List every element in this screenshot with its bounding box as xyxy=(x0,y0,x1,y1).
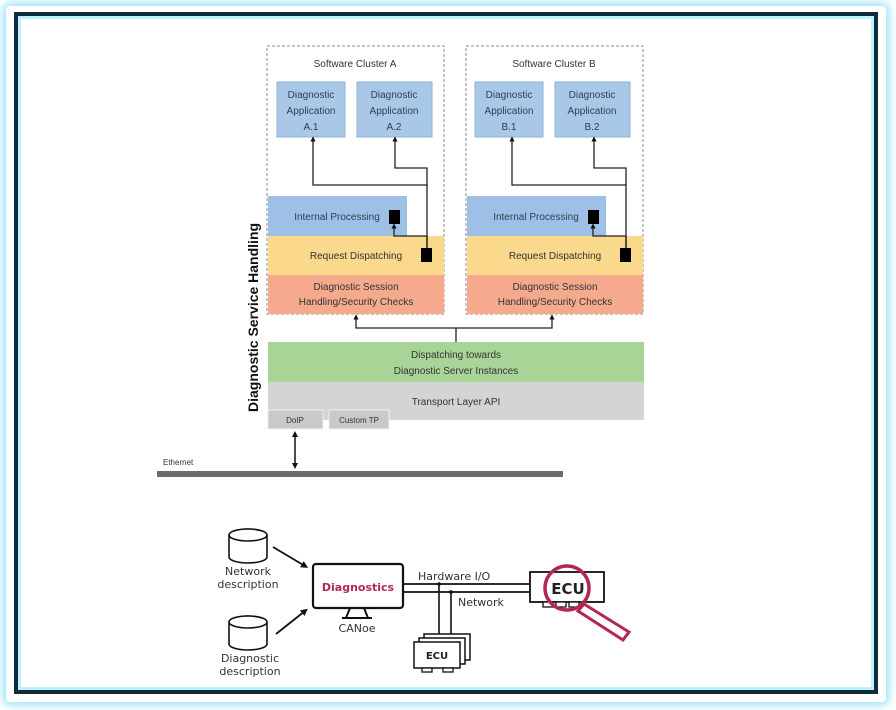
diagnostic-service-handling-label: Diagnostic Service Handling xyxy=(245,223,261,412)
network-description-line1: Network xyxy=(225,565,272,578)
session-handling-b-line2: Handling/Security Checks xyxy=(498,297,613,308)
internal-processing-b xyxy=(467,196,606,236)
network-description-line2: description xyxy=(217,578,278,591)
app-a2-line2: Application xyxy=(370,106,419,117)
route-b-to-app2 xyxy=(591,136,627,185)
ecu-main-icon xyxy=(529,571,605,608)
internal-port-a xyxy=(389,210,400,224)
session-handling-a-line2: Handling/Security Checks xyxy=(299,297,414,308)
canoe-monitor-icon xyxy=(311,562,405,619)
internal-port-b xyxy=(588,210,599,224)
dispatch-port-b xyxy=(620,248,631,262)
app-a1-line1: Diagnostic xyxy=(288,90,335,101)
diagnostic-description-database-icon xyxy=(228,615,268,651)
app-b2-box xyxy=(554,81,631,138)
dispatching-line1: Dispatching towards xyxy=(411,350,501,361)
dispatching-layer xyxy=(268,342,644,382)
session-handling-b xyxy=(467,275,643,314)
app-a1-line2: Application xyxy=(287,106,336,117)
app-b2-line1: Diagnostic xyxy=(569,90,616,101)
internal-processing-a xyxy=(268,196,407,236)
app-b2-line2: Application xyxy=(568,106,617,117)
ecu-stack-icon xyxy=(413,633,471,673)
magnifier-icon xyxy=(543,564,632,643)
network-description-database-icon xyxy=(228,528,268,564)
internal-processing-a-label: Internal Processing xyxy=(294,212,380,223)
cluster-b-title: Software Cluster B xyxy=(512,59,596,70)
ethernet-label: Ethernet xyxy=(163,458,194,467)
request-dispatching-b-label: Request Dispatching xyxy=(509,251,601,262)
frame-inner-border xyxy=(18,16,874,690)
cluster-a-title: Software Cluster A xyxy=(314,59,397,70)
diagnostic-to-canoe-arrow xyxy=(275,608,308,635)
route-a-to-app2 xyxy=(392,136,428,185)
route-b-to-internal xyxy=(590,223,627,248)
app-b1-line3: B.1 xyxy=(501,122,516,133)
app-a2-line1: Diagnostic xyxy=(371,90,418,101)
route-b-to-app1 xyxy=(509,136,627,248)
route-a-to-app1 xyxy=(310,136,428,248)
doip-label: DoIP xyxy=(286,416,304,425)
session-handling-a-line1: Diagnostic Session xyxy=(313,282,398,293)
canoe-label: CANoe xyxy=(339,622,376,635)
app-b2-line3: B.2 xyxy=(584,122,599,133)
network-label: Network xyxy=(458,596,505,609)
dispatch-port-a xyxy=(421,248,432,262)
software-cluster-b: Software Cluster B Diagnostic Applicatio… xyxy=(465,45,644,315)
transport-layer-label: Transport Layer API xyxy=(412,397,501,408)
diagnostic-description-line2: description xyxy=(219,665,280,678)
frame-border xyxy=(14,12,878,694)
session-handling-b-line1: Diagnostic Session xyxy=(512,282,597,293)
software-cluster-a: Software Cluster A Diagnostic Applicatio… xyxy=(266,45,445,315)
app-b1-line2: Application xyxy=(485,106,534,117)
request-dispatching-b xyxy=(467,236,643,275)
app-b1-box xyxy=(474,81,544,138)
custom-tp-label: Custom TP xyxy=(339,416,379,425)
app-a2-box xyxy=(356,81,433,138)
app-a1-box xyxy=(276,81,346,138)
ecu-main-label: ECU xyxy=(551,580,584,598)
request-dispatching-a-label: Request Dispatching xyxy=(310,251,402,262)
ethernet-bus xyxy=(157,471,563,477)
app-a2-line3: A.2 xyxy=(386,122,401,133)
route-dispatch-fork xyxy=(353,314,457,342)
ecu-stack-label: ECU xyxy=(426,651,448,662)
internal-processing-b-label: Internal Processing xyxy=(493,212,579,223)
doip-box xyxy=(267,409,324,430)
custom-tp-box xyxy=(328,409,390,430)
diagnostic-description-line1: Diagnostic xyxy=(221,652,279,665)
app-b1-line1: Diagnostic xyxy=(486,90,533,101)
request-dispatching-a xyxy=(268,236,444,275)
network-to-canoe-arrow xyxy=(272,546,309,568)
session-handling-a xyxy=(268,275,444,314)
app-a1-line3: A.1 xyxy=(303,122,318,133)
diagnostics-label: Diagnostics xyxy=(322,581,395,594)
route-dispatch-fork-b xyxy=(456,314,555,329)
hardware-io-label: Hardware I/O xyxy=(418,570,491,583)
route-a-to-internal xyxy=(391,223,428,248)
dispatching-line2: Diagnostic Server Instances xyxy=(394,366,519,377)
